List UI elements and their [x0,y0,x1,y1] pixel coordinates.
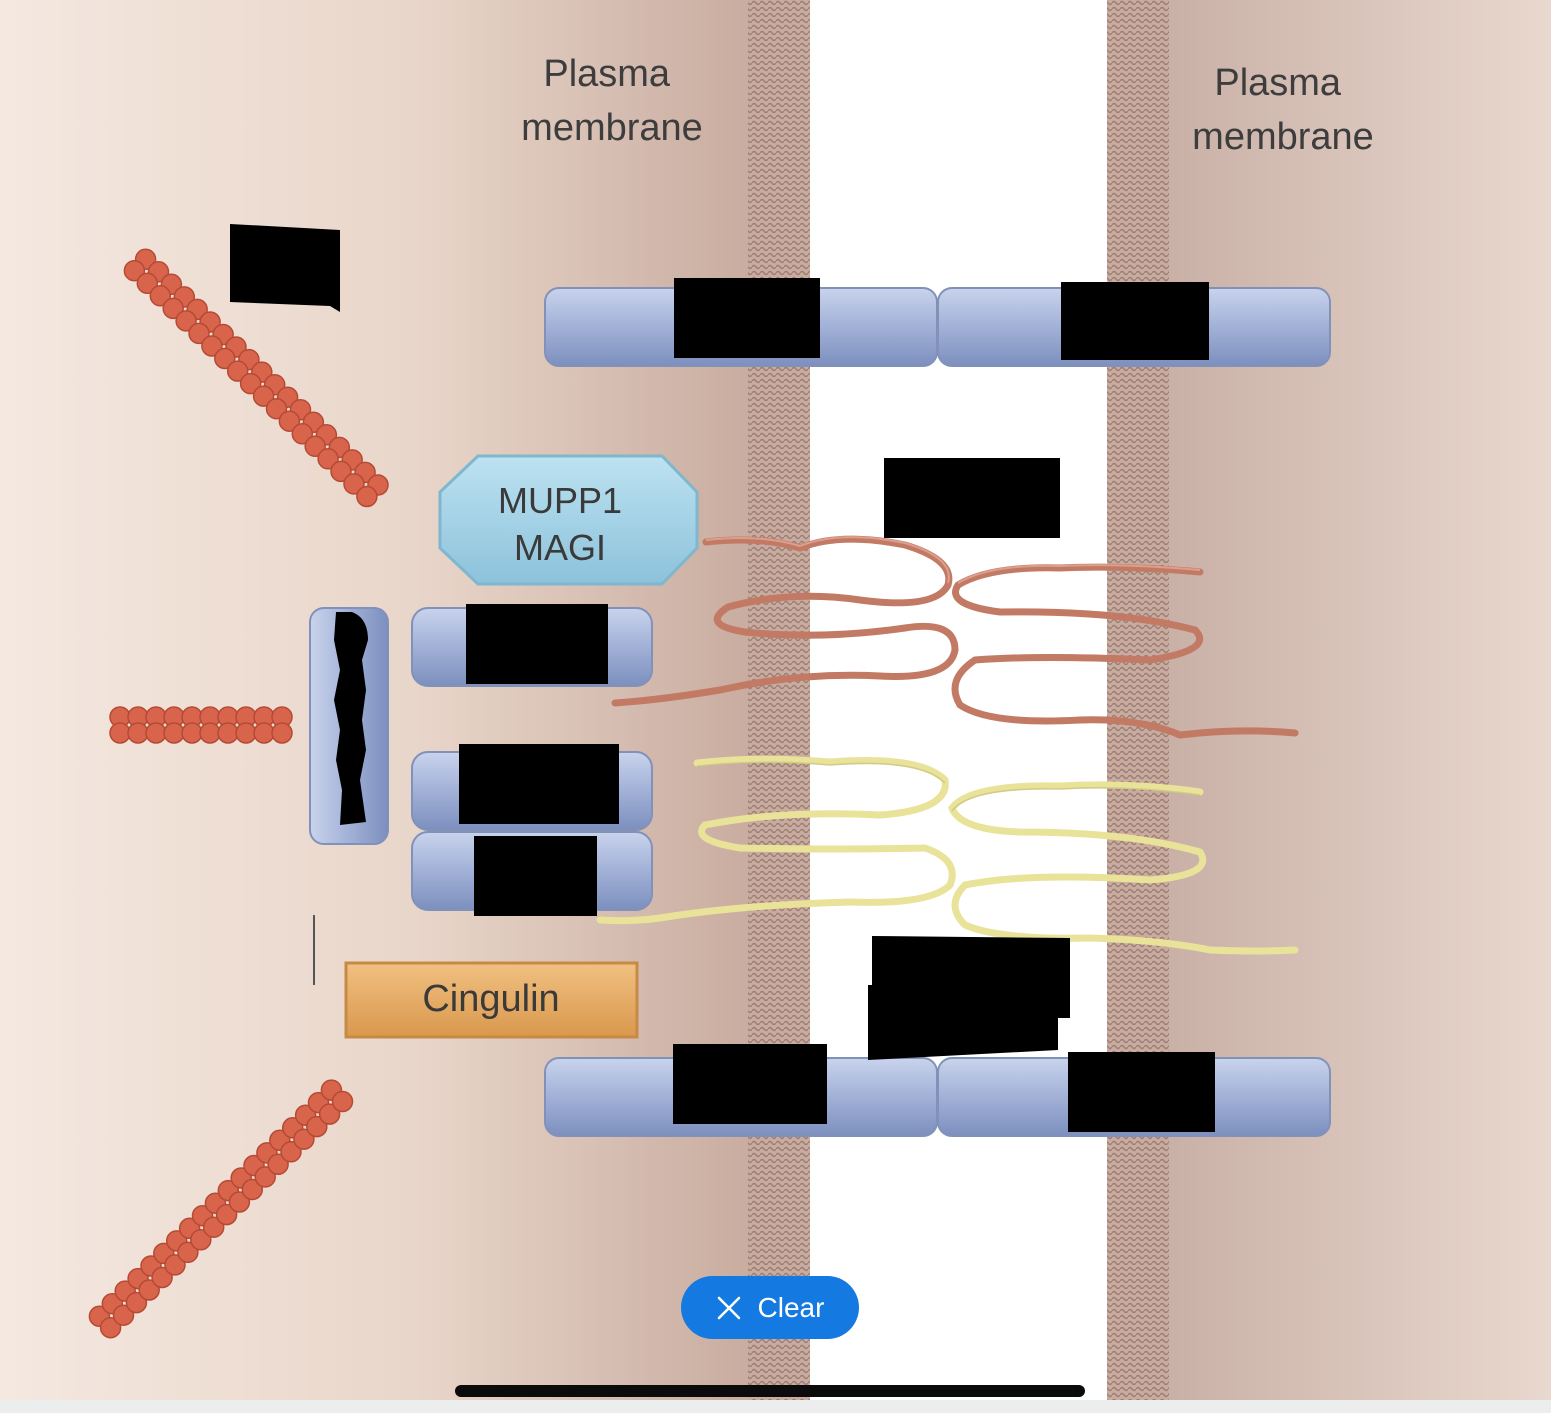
actin-bead [151,1266,173,1289]
redaction-box [230,224,340,312]
left-plasma-membrane [748,0,810,1400]
right-cell-cytoplasm [1165,0,1551,1400]
actin-bead [318,1103,341,1125]
redaction-box [474,836,597,916]
actin-bead [239,372,262,395]
redaction-box [868,936,1070,1060]
actin-bead [175,310,197,332]
actin-bead [214,347,236,370]
actin-bead [235,722,257,744]
actin-filaments [88,248,389,1339]
actin-bead [304,435,326,458]
actin-bead [356,485,378,508]
home-indicator [455,1385,1085,1397]
actin-bead [215,1203,238,1226]
mupp1-magi-protein: MUPP1 MAGI [438,454,699,586]
actin-bead [291,423,314,445]
actin-bead [330,460,352,483]
actin-bead [293,1128,315,1150]
redaction-box [673,1044,827,1124]
occludin-strands [596,755,1299,955]
actin-bead [99,1316,122,1339]
actin-bead [163,722,185,744]
redaction-box [884,458,1060,538]
actin-bead [136,272,159,295]
actin-filament-bottom [88,1079,354,1339]
actin-bead [112,1304,135,1326]
actin-bead [138,1279,160,1301]
actin-bead [181,722,203,744]
bottom-strip [0,1400,1551,1413]
actin-bead [228,1191,251,1213]
actin-bead [217,722,239,744]
actin-bead [125,1291,148,1314]
magi-label: MAGI [514,527,606,568]
clear-label: Clear [757,1291,825,1323]
left-membrane-label: Plasma membrane [521,53,703,149]
cingulin-protein: Cingulin [344,961,639,1039]
actin-bead [265,397,288,420]
actin-bead [188,322,210,345]
actin-filament-top [123,248,389,508]
actin-bead [241,1178,264,1201]
cingulin-label: Cingulin [422,978,559,1020]
mupp1-label: MUPP1 [498,480,622,521]
actin-bead [177,1241,199,1264]
actin-bead [226,360,249,382]
actin-bead [127,722,149,744]
actin-bead [306,1115,328,1138]
actin-bead [253,722,275,744]
actin-bead [271,722,293,744]
redaction-boxes [230,224,1215,1132]
actin-bead [201,335,223,357]
redaction-box [1068,1052,1215,1132]
actin-bead [162,297,184,320]
actin-bead [190,1229,212,1251]
actin-bead [267,1153,289,1176]
actin-bead [252,385,275,407]
redaction-box [459,744,619,824]
actin-filament-middle [109,706,293,744]
actin-bead [280,1141,302,1163]
redaction-box [1061,282,1209,360]
right-membrane-label: Plasma membrane [1192,62,1374,158]
redaction-box [466,604,608,684]
actin-bead [109,722,131,744]
actin-bead [254,1166,276,1188]
redaction-box [674,278,820,358]
actin-bead [202,1216,225,1238]
close-icon [717,1296,740,1319]
actin-bead [278,410,301,432]
actin-bead [164,1254,186,1276]
actin-bead [149,285,172,307]
redaction-box [334,612,368,825]
actin-bead [317,448,339,470]
clear-button[interactable]: Clear [681,1276,859,1339]
claudin-strands [611,535,1299,739]
actin-bead [145,722,167,744]
actin-bead [331,1090,354,1113]
actin-bead [123,259,146,282]
right-plasma-membrane [1107,0,1169,1400]
actin-bead [343,473,365,495]
actin-bead [199,722,221,744]
